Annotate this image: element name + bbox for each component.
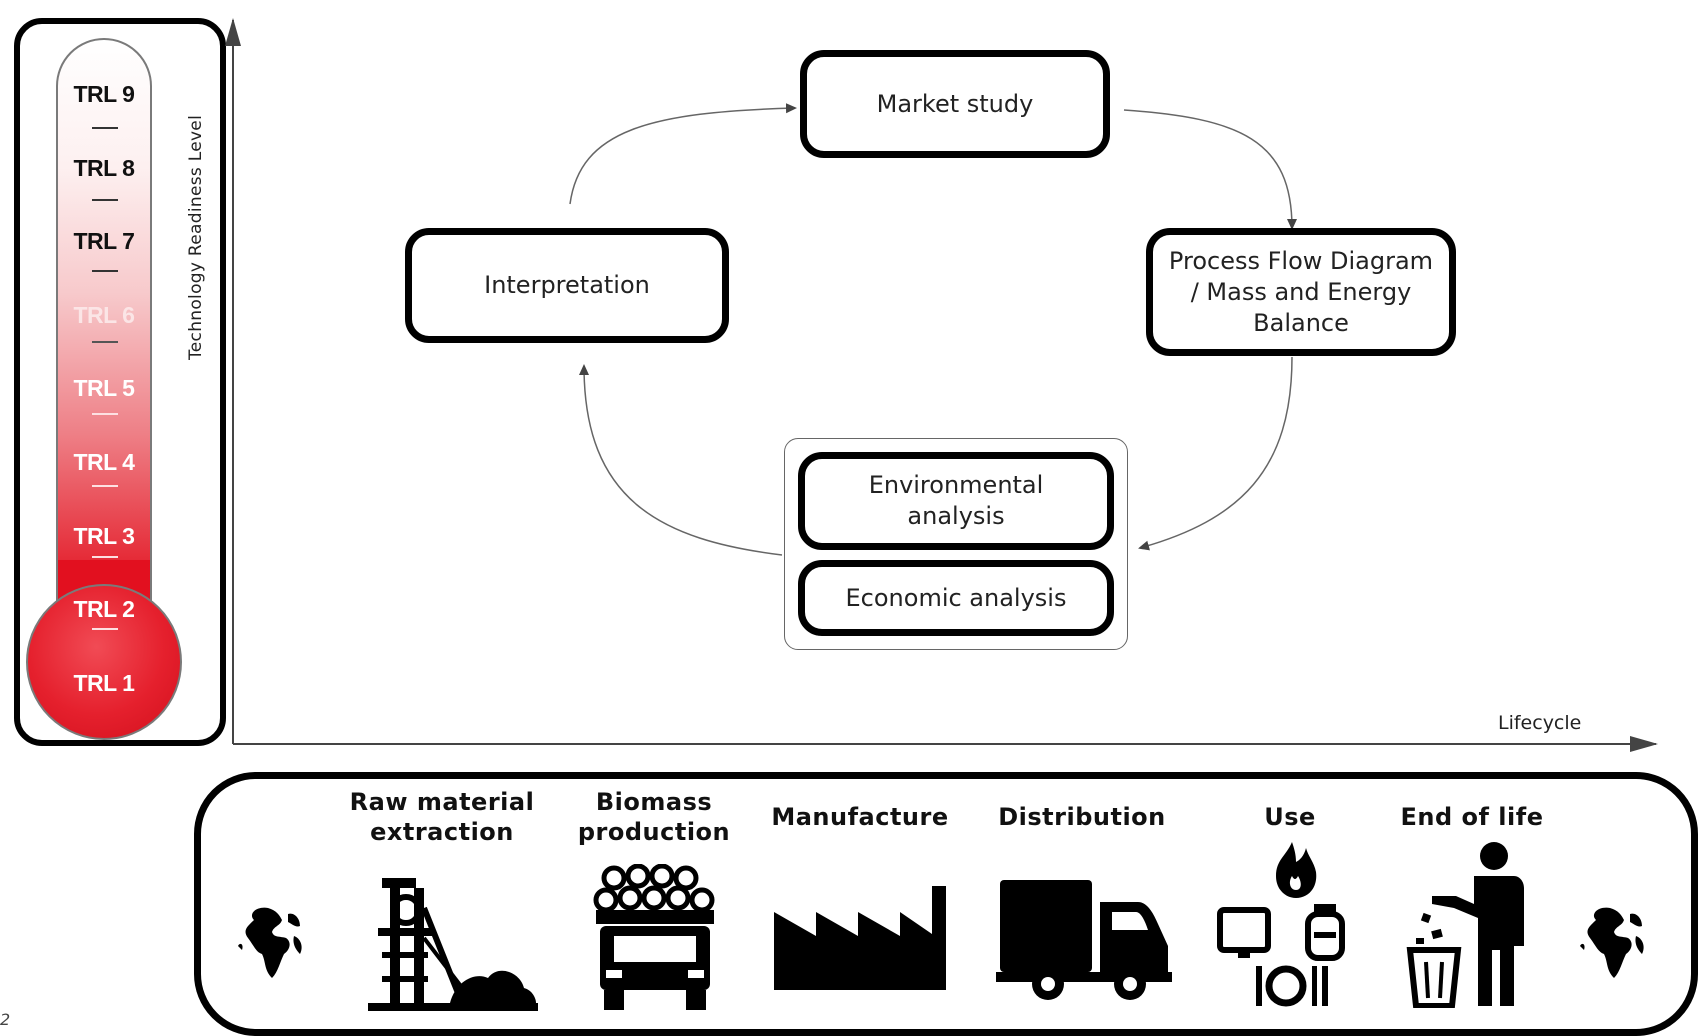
consumer-use-icon [1217,842,1345,1007]
thermometer-bulb [26,584,182,740]
stage-distribution-label: Distribution [998,803,1166,831]
trl-9-label: TRL 9 [73,81,135,107]
log-truck-icon [593,864,715,1010]
trl-tick [92,127,118,129]
trl-2-label: TRL 2 [73,596,135,622]
corner-mark: 2 [0,1010,11,1029]
factory-icon [774,886,946,990]
stage-biomass-label: Biomass production [577,788,731,846]
trl-panel [14,18,226,746]
arrow-interpretation-to-market [569,103,797,205]
trl-tick [92,556,118,558]
stage-raw-material-label: Raw material extraction [349,788,535,846]
stage-use-label: Use [1264,803,1316,831]
trl-7-label: TRL 7 [73,228,135,254]
market-study-label: Market study [876,89,1034,118]
process-flow-label: Process Flow Diagram / Mass and Energy B… [1168,246,1434,337]
interpretation-label: Interpretation [484,271,650,299]
trl-4-label: TRL 4 [73,449,135,475]
lifecycle-stages-panel [194,772,1698,1036]
trl-1-label: TRL 1 [73,670,135,696]
environmental-analysis-label: Environmental analysis [868,471,1044,530]
arrow-analysis-to-interpretation [579,364,783,556]
process-flow-box: Process Flow Diagram / Mass and Energy B… [1146,228,1456,356]
lifecycle-axis-label: Lifecycle [1498,712,1582,734]
stage-manufacture-label: Manufacture [771,803,949,831]
stage-end-of-life-label: End of life [1400,803,1544,831]
arrow-market-to-process [1123,109,1297,230]
arrow-process-to-analysis [1138,356,1293,551]
trl-5-label: TRL 5 [73,375,135,401]
trl-tick [92,199,118,201]
trl-tick [92,485,118,487]
trl-tick [92,270,118,272]
trl-8-label: TRL 8 [73,155,135,181]
trash-disposal-icon [1406,842,1524,1008]
globe-icon [238,907,302,978]
mine-headframe-icon [368,878,538,1011]
trl-3-label: TRL 3 [73,523,135,549]
market-study-box: Market study [800,50,1110,158]
trl-tick [92,628,118,630]
economic-analysis-label: Economic analysis [845,583,1067,612]
globe-icon [1580,907,1644,978]
trl-6-label: TRL 6 [73,302,135,328]
delivery-truck-icon [996,880,1172,1000]
environmental-analysis-box: Environmental analysis [798,452,1114,550]
trl-tick [92,341,118,343]
economic-analysis-box: Economic analysis [798,560,1114,636]
trl-tick [92,413,118,415]
interpretation-box: Interpretation [405,228,729,343]
